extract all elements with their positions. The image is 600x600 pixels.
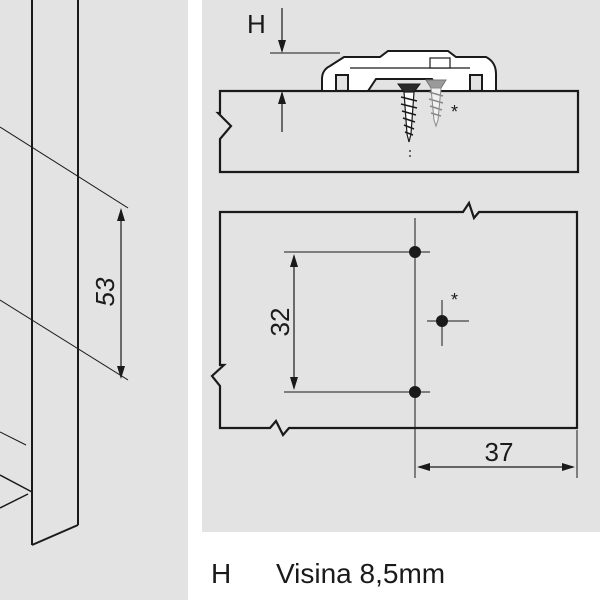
bottom-board-top-edge [0,474,33,493]
dimension-label-32: 32 [265,308,295,337]
legend: H Visina 8,5mm [211,558,445,589]
projection-line-edge [0,431,27,446]
arrowhead-53-top [117,208,125,221]
dimension-label-37: 37 [485,437,514,467]
h-arrowhead-top [278,40,286,53]
projection-line-top [0,126,129,209]
h-arrowhead-bottom [278,91,286,104]
asterisk-front: * [451,290,458,310]
board-front [210,200,579,437]
legend-text: Visina 8,5mm [276,558,445,589]
h-label: H [247,9,266,39]
hole-alternative [436,315,448,327]
mounting-plate-profile [321,50,497,92]
projection-line-bottom [0,299,129,381]
arrowhead-37-left [417,463,430,471]
arrowhead-32-top [290,254,298,267]
arrowhead-53-bottom [117,366,125,379]
front-plan-view: * 32 37 [210,200,579,478]
screw-main [397,83,421,143]
left-view: 53 [0,0,188,600]
dimension-label-53: 53 [90,277,120,306]
arrowhead-37-right [562,463,575,471]
screw-alternative [425,79,447,128]
hole-top [409,246,421,258]
bottom-board-front-edge [0,493,29,509]
asterisk-side: * [451,102,458,122]
plate-slot [429,57,451,69]
cabinet-wall-bottom-edge [31,524,79,546]
board-section [215,89,580,174]
legend-key: H [211,558,231,589]
hole-bottom [409,386,421,398]
arrowhead-32-bottom [290,377,298,390]
side-section-view: * H [215,8,580,174]
